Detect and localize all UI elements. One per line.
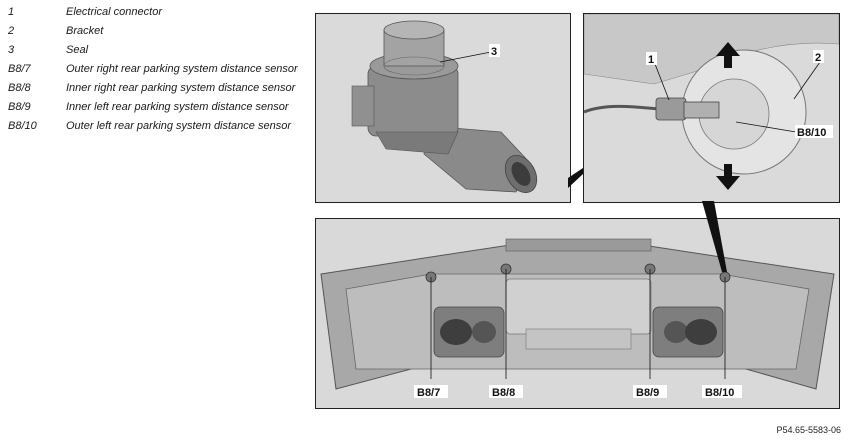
legend-desc: Seal	[66, 44, 89, 56]
legend-key: 3	[8, 44, 15, 56]
bracket-detail-panel	[583, 13, 840, 203]
bumper-illustration	[316, 219, 839, 408]
legend-key: B8/8	[8, 82, 31, 94]
legend-desc: Inner left rear parking system distance …	[66, 101, 289, 113]
legend-key: 1	[8, 6, 15, 18]
legend-key: B8/7	[8, 63, 31, 75]
legend-key: 2	[8, 25, 15, 37]
legend-item: B8/8 Inner right rear parking system dis…	[8, 82, 298, 94]
sensor-illustration	[316, 14, 570, 202]
legend-item: B8/10 Outer left rear parking system dis…	[8, 120, 298, 132]
sensor-illustration-panel	[315, 13, 571, 203]
figure-code: P54.65-5583-06	[776, 425, 841, 435]
legend-key: B8/10	[8, 120, 37, 132]
legend-desc: Electrical connector	[66, 6, 162, 18]
legend-item: 2 Bracket	[8, 25, 298, 37]
legend-desc: Outer right rear parking system distance…	[66, 63, 298, 75]
legend: 1 Electrical connector 2 Bracket 3 Seal …	[8, 6, 298, 139]
legend-item: 1 Electrical connector	[8, 6, 298, 18]
bumper-overview-panel	[315, 218, 840, 409]
legend-item: 3 Seal	[8, 44, 298, 56]
bracket-detail-illustration	[584, 14, 839, 202]
legend-key: B8/9	[8, 101, 31, 113]
legend-desc: Inner right rear parking system distance…	[66, 82, 296, 94]
legend-item: B8/7 Outer right rear parking system dis…	[8, 63, 298, 75]
legend-item: B8/9 Inner left rear parking system dist…	[8, 101, 298, 113]
legend-desc: Outer left rear parking system distance …	[66, 120, 291, 132]
legend-desc: Bracket	[66, 25, 104, 37]
